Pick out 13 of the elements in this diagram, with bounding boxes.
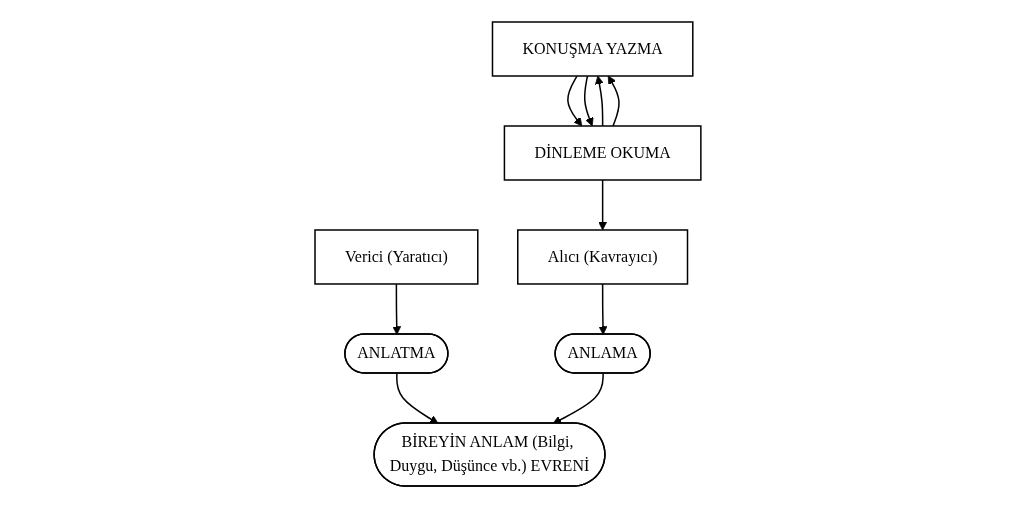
- arrow: [598, 179, 608, 231]
- arrow: [595, 75, 604, 127]
- node-box: Verici (Yaratıcı): [314, 229, 479, 285]
- arrow: [392, 283, 402, 335]
- node-box: DİNLEME OKUMA: [503, 125, 702, 181]
- arrow: [598, 283, 608, 335]
- node-box: KONUŞMA YAZMA: [491, 21, 694, 77]
- arrow: [567, 75, 583, 127]
- arrow: [552, 372, 604, 424]
- arrow: [607, 75, 620, 127]
- arrow: [584, 75, 594, 127]
- node-box: Alıcı (Kavrayıcı): [517, 229, 689, 285]
- arrow: [396, 372, 439, 424]
